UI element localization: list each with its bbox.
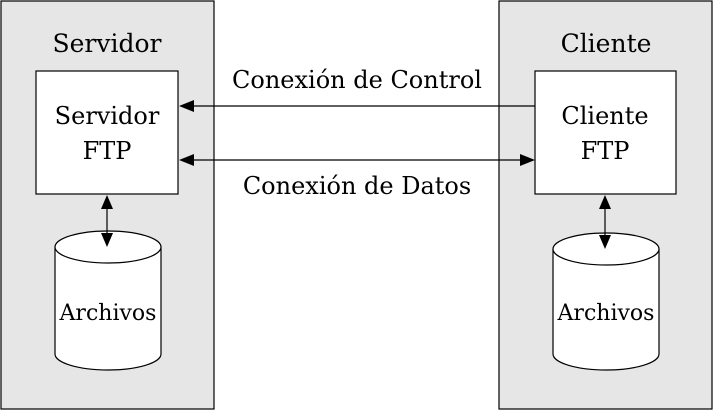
server-panel: Servidor Servidor FTP Archivos <box>0 0 215 410</box>
server-storage-link-arrow <box>101 195 113 247</box>
client-storage-body <box>552 249 660 371</box>
arrow-head-down <box>599 235 611 249</box>
client-panel: Cliente Cliente FTP Archivos <box>498 0 713 410</box>
client-ftp-label-line2: FTP <box>581 137 630 165</box>
server-storage: Archivos <box>54 230 162 371</box>
data-connection-label: Conexión de Datos <box>243 172 471 200</box>
data-arrow-head-left <box>179 154 194 166</box>
client-storage: Archivos <box>552 232 660 371</box>
control-arrow-head <box>179 100 194 112</box>
server-storage-label: Archivos <box>59 301 157 326</box>
control-connection-label: Conexión de Control <box>232 66 482 94</box>
control-connection: Conexión de Control <box>179 66 535 112</box>
server-panel-title: Servidor <box>53 29 162 58</box>
server-storage-body <box>54 247 162 371</box>
client-storage-top <box>552 232 660 266</box>
server-ftp-box <box>35 70 179 195</box>
arrow-head-down <box>101 233 113 247</box>
arrow-head-up <box>599 195 611 209</box>
client-ftp-label-line1: Cliente <box>561 102 648 130</box>
data-arrow-head-right <box>520 154 535 166</box>
client-storage-link-arrow <box>599 195 611 249</box>
client-panel-title: Cliente <box>561 29 652 58</box>
arrow-head-up <box>101 195 113 209</box>
client-ftp-box <box>534 70 677 195</box>
data-connection: Conexión de Datos <box>179 154 535 200</box>
server-ftp-label-line2: FTP <box>83 137 132 165</box>
server-ftp-label-line1: Servidor <box>55 102 160 130</box>
client-ftp-node: Cliente FTP <box>534 70 677 195</box>
client-storage-label: Archivos <box>557 301 655 326</box>
server-ftp-node: Servidor FTP <box>35 70 179 195</box>
server-storage-top <box>54 230 162 264</box>
